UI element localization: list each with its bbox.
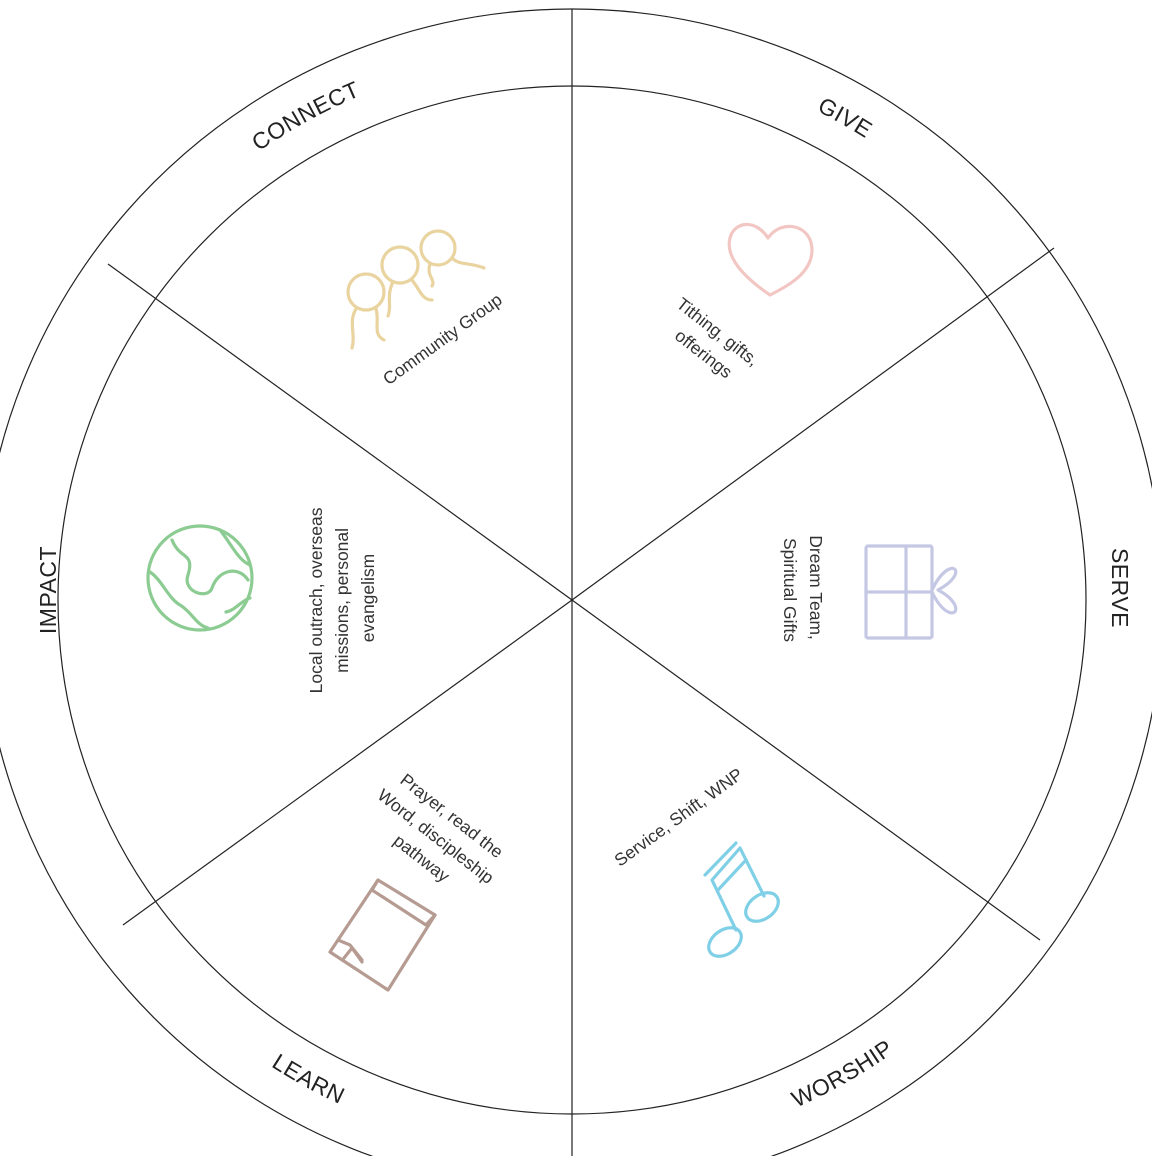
heart-icon: [727, 222, 814, 297]
segment-description-connect: Community Group: [379, 289, 506, 389]
segment-description-give: Tithing, gifts, offerings: [657, 294, 767, 394]
divider-lower-left: [122, 599, 573, 926]
segment-description-impact: Local outrach, overseas missions, person…: [306, 503, 378, 694]
segment-description-learn: Prayer, read the Word, discipleship path…: [358, 764, 518, 911]
segment-label-give: GIVE: [814, 92, 877, 143]
divider-upper-left: [107, 263, 573, 601]
book-icon: [328, 878, 437, 992]
segment-label-connect: CONNECT: [247, 76, 363, 156]
segment-label-worship: WORSHIP: [788, 1034, 898, 1112]
segment-label-serve: SERVE: [1107, 548, 1133, 628]
outer-ring: [0, 8, 1152, 1156]
divider-lower-right: [571, 599, 1041, 941]
people-icon: [346, 229, 486, 350]
gift-icon: [864, 544, 958, 640]
globe-icon: [146, 524, 254, 632]
divider-upper-right: [571, 247, 1055, 601]
music-note-icon: [703, 841, 780, 958]
segment-label-impact: IMPACT: [35, 546, 61, 634]
segment-description-serve: Dream Team, Spiritual Gifts: [780, 535, 826, 645]
